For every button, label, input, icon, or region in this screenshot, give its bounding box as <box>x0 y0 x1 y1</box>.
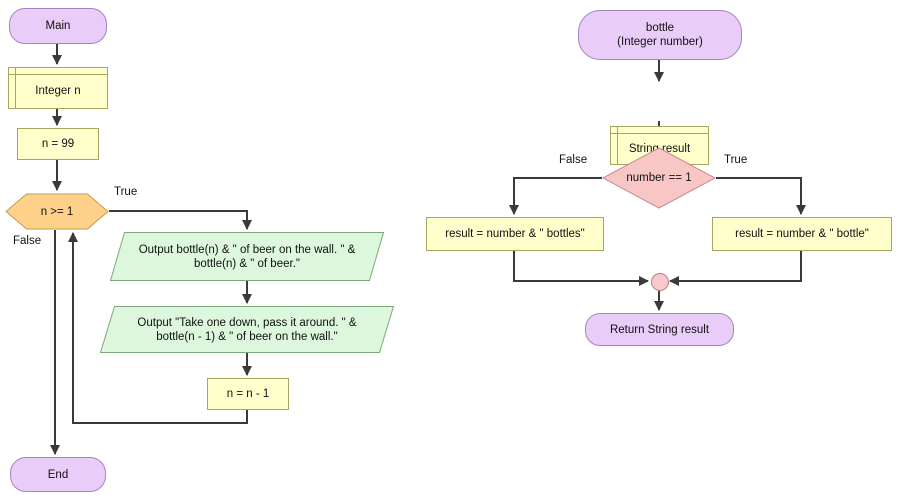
bottle-return-label: Return String result <box>609 323 710 336</box>
main-true-branch-label: True <box>114 186 138 198</box>
bottle-start-node[interactable]: bottle (Integer number) <box>578 10 742 60</box>
main-declare-node[interactable]: Integer n <box>8 67 108 109</box>
bottle-true-assign-node[interactable]: result = number & " bottle" <box>712 217 892 251</box>
bottle-return-node[interactable]: Return String result <box>585 313 734 346</box>
bottle-false-assign-node[interactable]: result = number & " bottles" <box>426 217 604 251</box>
main-output-wall-node[interactable]: Output bottle(n) & " of beer on the wall… <box>110 232 384 281</box>
connector-true-merge <box>669 249 802 286</box>
connector-loop-true <box>109 210 252 230</box>
bottle-start-params: (Integer number) <box>617 36 703 48</box>
output-parallelogram-shape <box>100 306 394 353</box>
connector-loopback <box>68 232 248 424</box>
main-start-node[interactable]: Main <box>9 8 107 44</box>
main-decrement-label: n = n - 1 <box>226 388 270 400</box>
connector-decision-true <box>716 177 806 215</box>
loop-hexagon-shape <box>5 193 109 230</box>
output-parallelogram-shape <box>110 232 384 281</box>
bottle-true-assign-label: result = number & " bottle" <box>735 228 869 240</box>
output-take-line1: Output "Take one down, pass it around. "… <box>137 316 357 329</box>
bottle-decision-node[interactable]: number == 1 <box>602 147 716 209</box>
main-loop-node[interactable]: n >= 1 <box>5 193 109 230</box>
main-loop-condition: n >= 1 <box>40 205 74 218</box>
main-output-take-node[interactable]: Output "Take one down, pass it around. "… <box>100 306 394 353</box>
main-init-node[interactable]: n = 99 <box>17 128 99 160</box>
bottle-true-branch-label: True <box>724 154 748 166</box>
main-init-label: n = 99 <box>41 138 75 150</box>
main-false-branch-label: False <box>13 235 42 247</box>
bottle-decision-condition: number == 1 <box>626 172 692 184</box>
main-end-node[interactable]: End <box>10 457 106 492</box>
output-take-line2: bottle(n - 1) & " of beer on the wall." <box>156 330 338 343</box>
main-decrement-node[interactable]: n = n - 1 <box>207 378 289 410</box>
bottle-false-assign-label: result = number & " bottles" <box>445 228 585 240</box>
bottle-false-branch-label: False <box>559 154 588 166</box>
output-wall-line2: bottle(n) & " of beer." <box>194 257 300 270</box>
merge-point <box>651 273 669 291</box>
connector-decision-false <box>509 177 602 215</box>
connector-false-merge <box>513 249 649 286</box>
output-wall-line1: Output bottle(n) & " of beer on the wall… <box>138 243 356 256</box>
main-start-label: Main <box>45 20 71 32</box>
main-end-label: End <box>47 468 69 481</box>
main-declare-label: Integer n <box>35 85 81 97</box>
bottle-start-name: bottle <box>645 22 675 34</box>
decision-diamond-shape <box>602 147 716 209</box>
